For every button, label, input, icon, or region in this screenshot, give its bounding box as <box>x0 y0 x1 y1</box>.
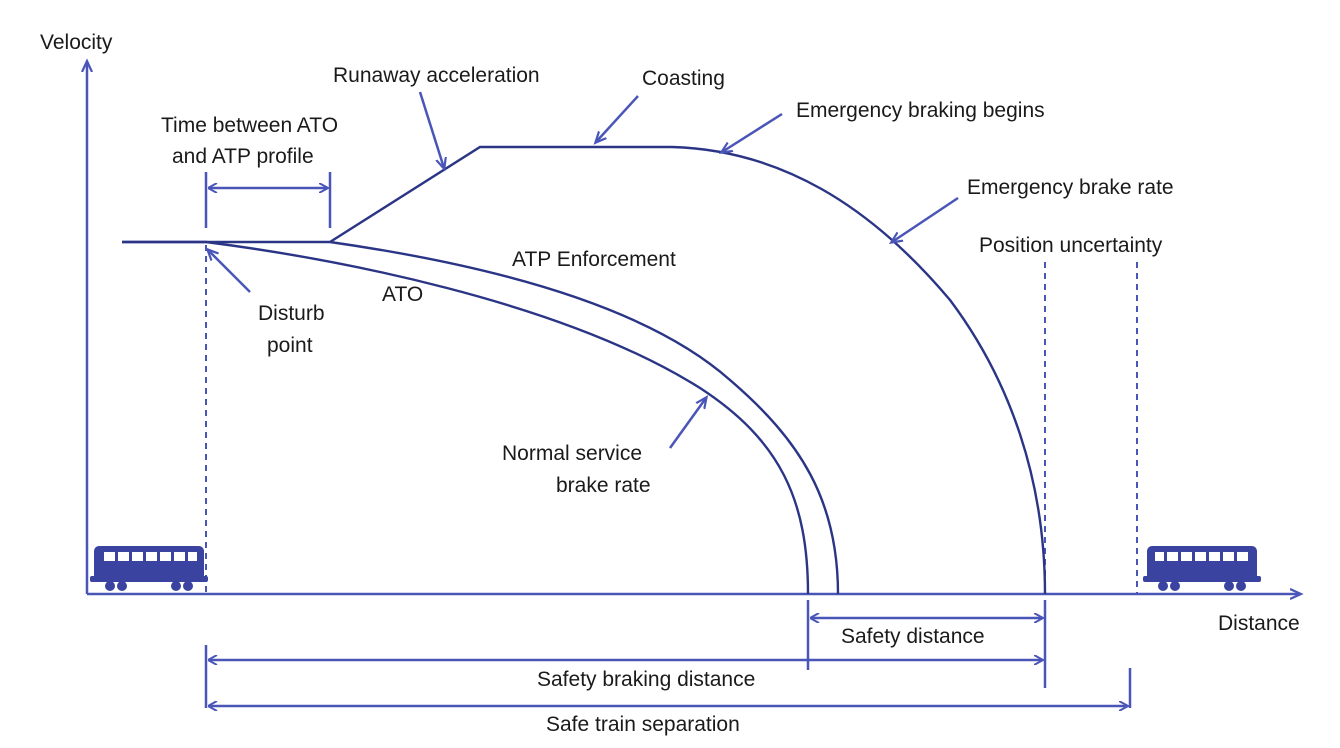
position-uncertainty-label: Position uncertainty <box>979 234 1163 257</box>
safety-braking-label: Safety braking distance <box>537 668 755 691</box>
runaway-label: Runaway acceleration <box>333 64 540 87</box>
emergency-begins-label: Emergency braking begins <box>796 99 1045 122</box>
distance-axis-label: Distance <box>1218 612 1300 635</box>
emergency-profile-curve <box>329 145 1047 595</box>
normal-rate-label-1: Normal service <box>502 442 642 465</box>
coasting-label: Coasting <box>642 67 725 90</box>
disturb-label-1: Disturb <box>258 302 325 325</box>
atp-enforcement-label: ATP Enforcement <box>512 248 676 271</box>
velocity-axis-label: Velocity <box>40 31 113 54</box>
coasting-pointer <box>596 95 639 142</box>
normal-rate-label-2: brake rate <box>556 474 651 497</box>
ato-curve <box>122 240 810 595</box>
normal-rate-pointer <box>668 398 706 449</box>
time-between-label-2: and ATP profile <box>172 145 314 168</box>
runaway-pointer <box>418 91 444 168</box>
train-car-icon <box>1143 546 1261 591</box>
train-car-icon <box>90 546 208 591</box>
emergency-rate-pointer <box>892 196 959 242</box>
safety-distance-label: Safety distance <box>841 625 985 648</box>
emergency-begins-pointer <box>722 112 783 152</box>
disturb-label-2: point <box>267 334 313 357</box>
ato-label: ATO <box>382 283 423 306</box>
safe-separation-label: Safe train separation <box>546 713 740 736</box>
emergency-rate-label: Emergency brake rate <box>967 176 1174 199</box>
time-between-label-1: Time between ATO <box>161 114 338 137</box>
atp-enforcement-curve <box>122 240 840 595</box>
disturb-pointer <box>208 250 251 293</box>
